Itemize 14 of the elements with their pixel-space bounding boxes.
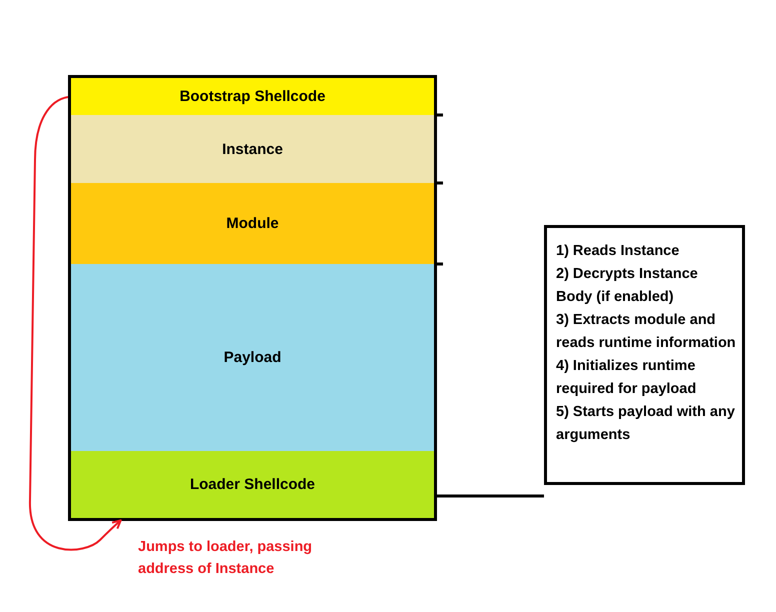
note-box <box>544 225 745 485</box>
memory-section: Module <box>68 183 437 267</box>
step-text: 3) Extracts module and reads runtime information <box>556 311 736 353</box>
step-text: 2) Decrypts Instance Body (if enabled) <box>556 265 699 307</box>
memory-section: Instance <box>68 115 437 186</box>
connector-line <box>437 494 544 498</box>
annotation-text: Jumps to loader, passing address of Instance <box>138 538 314 579</box>
memory-section: Bootstrap Shellcode <box>68 75 437 118</box>
curved-arrow <box>29 96 122 551</box>
memory-section: Loader Shellcode <box>68 451 437 521</box>
step-text: 1) Reads Instance <box>556 242 680 261</box>
step-text: 5) Starts payload with any arguments <box>556 403 736 445</box>
step-text: 4) Initializes runtime required for payload <box>556 357 698 399</box>
memory-section: Payload <box>68 264 437 454</box>
